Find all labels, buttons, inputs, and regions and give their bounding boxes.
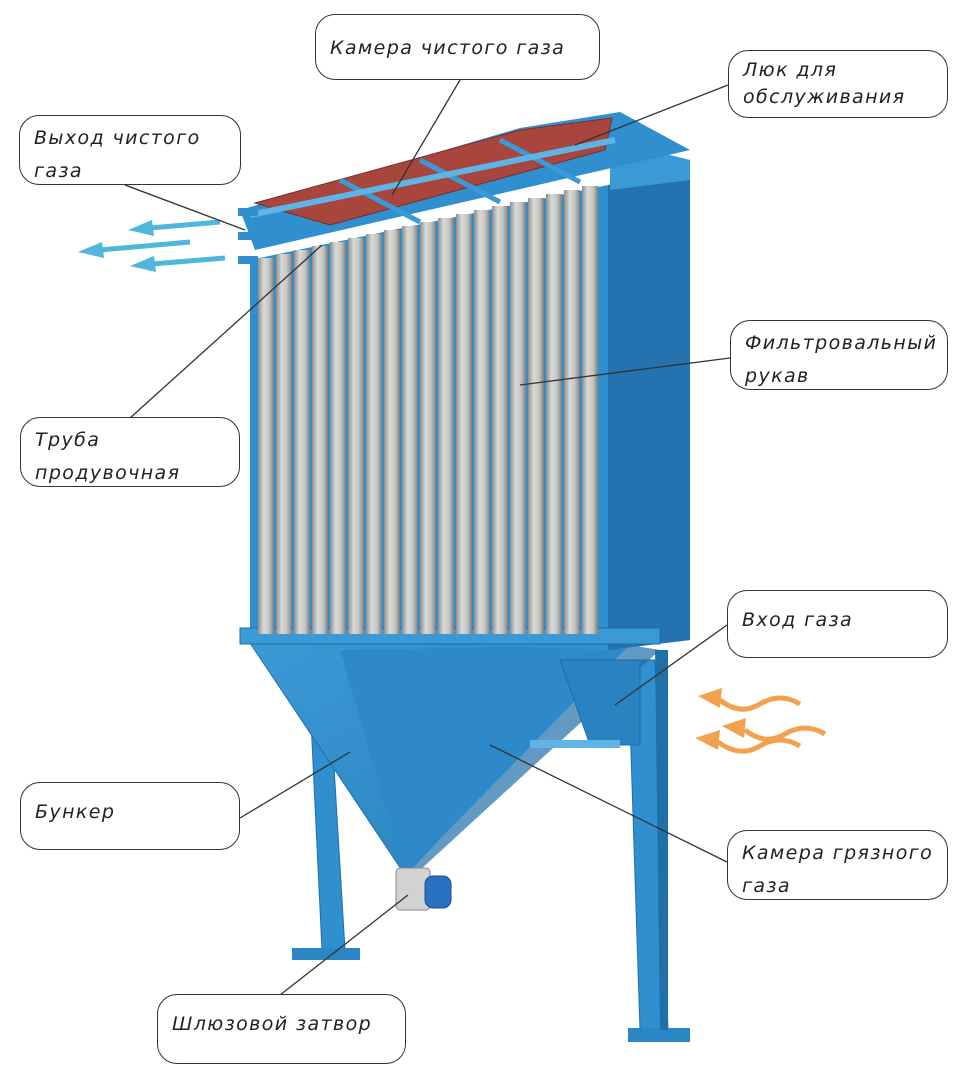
label-line: обслуживания: [743, 86, 906, 108]
label-line: Вход газа: [742, 609, 854, 631]
clean-gas-arrows: [78, 219, 226, 272]
label-service-hatch: Люк для обслуживания: [728, 50, 948, 118]
label-line: рукав: [745, 365, 810, 387]
label-line: Бункер: [35, 801, 116, 823]
label-line: Люк для: [743, 59, 838, 81]
label-gas-inlet: Вход газа: [727, 590, 948, 658]
label-clean-gas-outlet: Выход чистого газа: [19, 115, 241, 185]
label-line: продувочная: [35, 462, 181, 484]
label-hopper: Бункер: [20, 782, 240, 850]
support-legs: [292, 650, 690, 1042]
label-dirty-gas-chamber: Камера грязного газа: [727, 830, 948, 900]
label-line: газа: [742, 875, 791, 897]
label-line: Камера грязного: [742, 842, 934, 864]
label-line: Фильтровальный: [745, 332, 938, 354]
gas-inlet-arrows: [695, 688, 827, 754]
label-purge-pipe: Труба продувочная: [20, 417, 240, 487]
hopper-shape: [247, 639, 660, 876]
label-line: Шлюзовой затвор: [172, 1013, 373, 1035]
rotary-valve-shape: [395, 867, 452, 911]
top-deck: [240, 112, 690, 250]
label-clean-gas-chamber: Камера чистого газа: [315, 14, 600, 80]
label-line: Выход чистого: [34, 127, 201, 149]
leader-lines: [124, 79, 731, 996]
outlet-nozzles: [238, 208, 258, 264]
label-line: Труба: [35, 429, 101, 451]
label-filter-bag: Фильтровальный рукав: [730, 320, 948, 390]
label-rotary-valve: Шлюзовой затвор: [157, 994, 406, 1064]
filter-bags: [258, 186, 598, 634]
label-line: Камера чистого газа: [330, 37, 566, 59]
label-line: газа: [34, 160, 83, 182]
